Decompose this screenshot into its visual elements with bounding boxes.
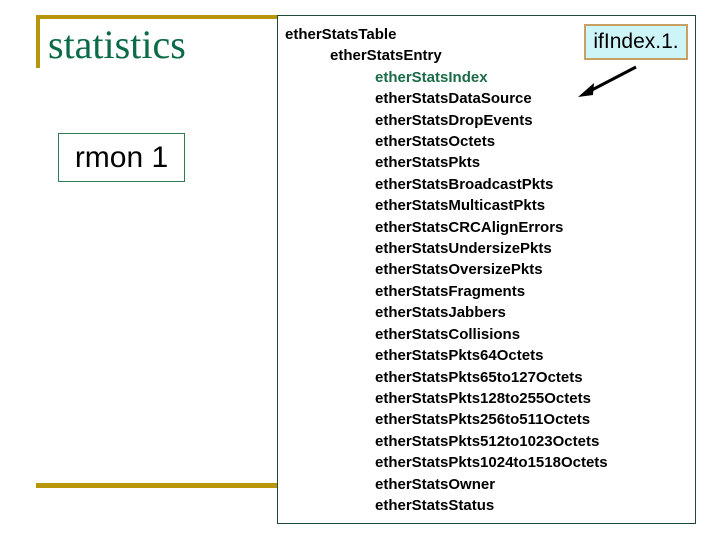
mib-object-tree: etherStatsTable etherStatsEntry etherStats… [285, 24, 685, 516]
mib-node[interactable]: etherStatsDropEvents [375, 111, 533, 129]
mib-node[interactable]: etherStatsPkts [375, 154, 481, 172]
mib-node[interactable]: etherStatsPkts1024to1518Octets [375, 454, 608, 472]
mib-node[interactable]: etherStatsFragments [375, 282, 526, 300]
mib-node[interactable]: etherStatsPkts512to1023Octets [375, 432, 600, 450]
mib-node[interactable]: etherStatsPkts65to127Octets [375, 368, 583, 386]
mib-node[interactable]: etherStatsJabbers [375, 304, 506, 322]
mib-node[interactable]: etherStatsPkts64Octets [375, 347, 544, 365]
mib-node[interactable]: etherStatsTable [285, 26, 397, 43]
mib-node[interactable]: etherStatsOwner [375, 475, 496, 493]
mib-node[interactable]: etherStatsOversizePkts [375, 261, 543, 279]
rmon-group-box: rmon 1 [58, 133, 185, 182]
mib-node[interactable]: etherStatsBroadcastPkts [375, 175, 554, 193]
ifindex-callout-box: ifIndex.1. [584, 24, 688, 60]
footer-rule [36, 483, 278, 488]
mib-node[interactable]: etherStatsUndersizePkts [375, 240, 552, 258]
rmon-group-label: rmon 1 [74, 140, 169, 174]
ifindex-callout-label: ifIndex.1. [593, 30, 679, 53]
title-left-rule [36, 15, 40, 68]
mib-node[interactable]: etherStatsIndex [375, 68, 488, 86]
title-top-rule [36, 15, 278, 19]
mib-node[interactable]: etherStatsCollisions [375, 325, 521, 343]
mib-node[interactable]: etherStatsDataSource [375, 90, 532, 108]
mib-node[interactable]: etherStatsMulticastPkts [375, 197, 546, 215]
mib-node[interactable]: etherStatsOctets [375, 133, 496, 151]
mib-node[interactable]: etherStatsPkts128to255Octets [375, 389, 591, 407]
mib-node[interactable]: etherStatsCRCAlignErrors [375, 218, 564, 236]
mib-panel [277, 15, 696, 524]
mib-node[interactable]: etherStatsEntry [330, 47, 442, 65]
mib-node[interactable]: etherStatsPkts256to511Octets [375, 411, 591, 429]
page-title: statistics [48, 22, 186, 67]
mib-node[interactable]: etherStatsStatus [375, 496, 495, 514]
